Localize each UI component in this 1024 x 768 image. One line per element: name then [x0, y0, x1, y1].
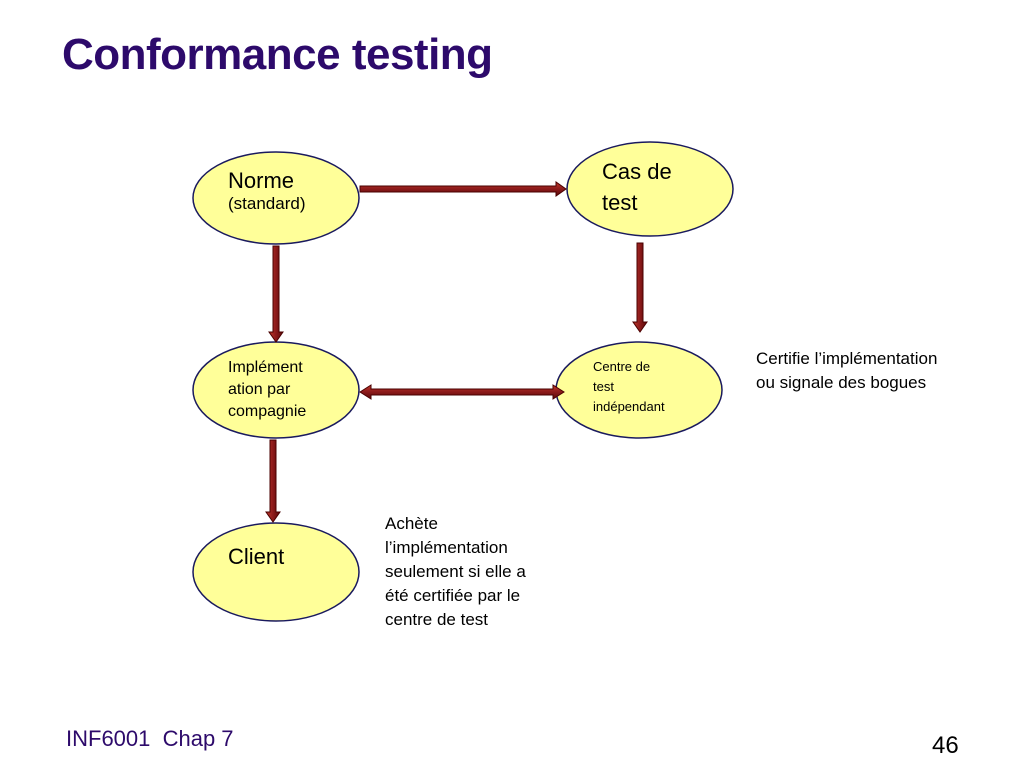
certifie-annotation: Certifie l’implémentation ou signale des… [756, 347, 937, 395]
footer-course-label: INF6001 Chap 7 [66, 726, 234, 751]
achete-line3: seulement si elle a [385, 562, 526, 581]
implementation-label: Implément ation par compagnie [228, 357, 306, 423]
client-label: Client [228, 544, 284, 570]
norme-label: Norme (standard) [228, 168, 305, 215]
achete-line5: centre de test [385, 610, 489, 629]
centre-label: Centre de test indépendant [593, 357, 665, 417]
achete-line4: été certifiée par le [385, 586, 521, 605]
implementation-line2: ation par [228, 381, 291, 398]
arrow-norme-to-cas [359, 181, 567, 197]
client-node [192, 522, 360, 622]
cas-de-test-line2: test [602, 190, 638, 215]
centre-line3: indépendant [593, 399, 665, 414]
achete-line2: l’implémentation [385, 538, 508, 557]
arrow-cas-to-centre [632, 242, 648, 333]
centre-line2: test [593, 379, 614, 394]
arrow-implementation-centre-bidirectional [359, 384, 565, 400]
norme-title: Norme [228, 168, 295, 193]
cas-de-test-label: Cas de test [602, 156, 672, 218]
arrow-implementation-to-client [265, 439, 281, 523]
slide-title: Conformance testing [62, 30, 493, 79]
achete-line1: Achète [385, 514, 438, 533]
implementation-line1: Implément [228, 359, 303, 376]
arrow-norme-to-implementation [268, 245, 284, 343]
cas-de-test-line1: Cas de [602, 159, 672, 184]
centre-line1: Centre de [593, 359, 651, 374]
norme-subtitle: (standard) [228, 194, 306, 214]
norme-node [192, 151, 360, 245]
certifie-line1: Certifie l’implémentation [756, 349, 938, 368]
cas-de-test-node [566, 141, 734, 237]
page-number: 46 [932, 732, 959, 759]
client-title: Client [228, 544, 285, 569]
achete-annotation: Achète l’implémentation seulement si ell… [385, 512, 526, 632]
implementation-line3: compagnie [228, 403, 307, 420]
certifie-line2: ou signale des bogues [756, 373, 927, 392]
